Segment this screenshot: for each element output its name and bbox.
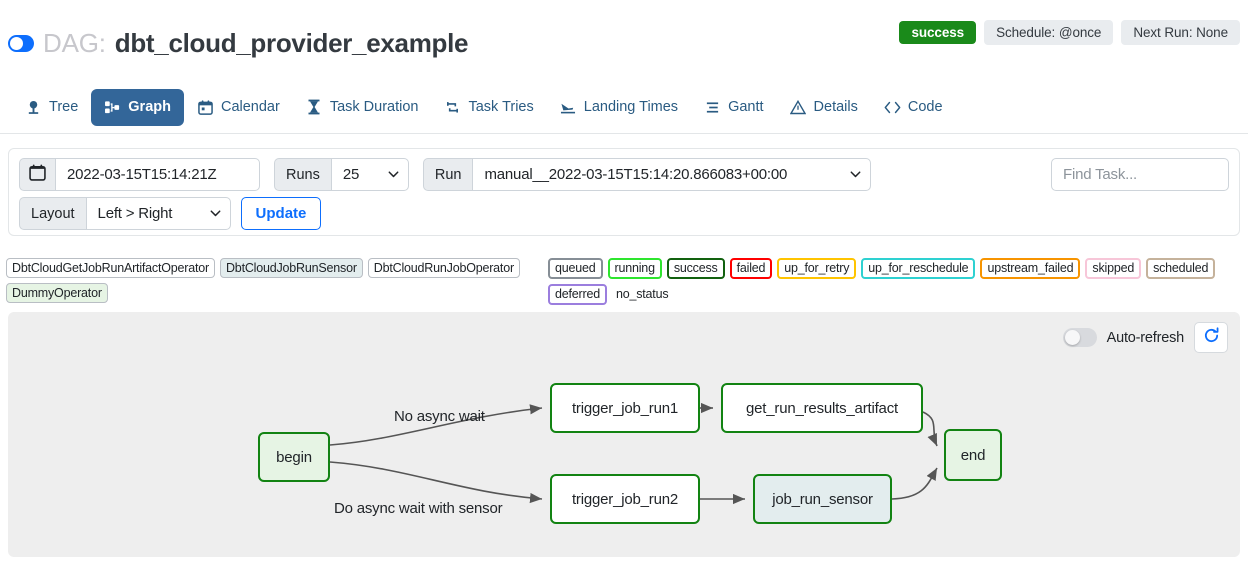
chevron-down-icon [851, 171, 861, 178]
runs-group: Runs 25 [274, 158, 409, 191]
layout-select[interactable]: Left > Right [85, 197, 231, 230]
runs-select-value: 25 [342, 166, 360, 183]
refresh-button[interactable] [1194, 322, 1228, 353]
auto-refresh-label: Auto-refresh [1106, 329, 1185, 346]
status-legend-badge[interactable]: success [666, 258, 725, 279]
tab-graph[interactable]: Graph [91, 88, 184, 126]
schedule-badge[interactable]: Schedule: @once [984, 20, 1114, 45]
page-header: DAG: dbt_cloud_provider_example success … [0, 0, 1248, 76]
base-date-input[interactable]: 2022-03-15T15:14:21Z [55, 158, 260, 191]
operator-legend-badge[interactable]: DummyOperator [6, 283, 108, 303]
retry-icon [444, 99, 461, 116]
warning-triangle-icon [790, 99, 807, 116]
tab-task-tries[interactable]: Task Tries [431, 89, 546, 126]
tab-details[interactable]: Details [777, 89, 871, 126]
next-run-badge: Next Run: None [1121, 20, 1240, 45]
runs-label: Runs [274, 158, 331, 191]
update-button[interactable]: Update [240, 197, 322, 230]
tab-graph-label: Graph [128, 99, 171, 115]
tab-task-tries-label: Task Tries [468, 99, 534, 115]
dag-paused-toggle[interactable] [8, 35, 34, 52]
graph-node-trigger_job_run2[interactable]: trigger_job_run2 [550, 474, 700, 524]
graph-icon [104, 99, 121, 116]
run-select-value: manual__2022-03-15T15:14:20.866083+00:00 [484, 166, 788, 183]
dag-title: DAG: dbt_cloud_provider_example [8, 28, 468, 59]
dag-status-badge: success [899, 21, 977, 44]
landing-icon [560, 99, 577, 116]
tab-task-duration-label: Task Duration [329, 99, 419, 115]
tab-tree-label: Tree [49, 99, 79, 115]
layout-group: Layout Left > Right [19, 197, 231, 230]
code-brackets-icon [884, 99, 901, 116]
tab-calendar-label: Calendar [220, 99, 280, 115]
status-legend-badge[interactable]: deferred [548, 284, 607, 305]
status-legend-no-status[interactable]: no_status [615, 287, 669, 301]
dag-name-label: dbt_cloud_provider_example [114, 28, 469, 58]
status-legend-badge[interactable]: skipped [1085, 258, 1142, 279]
tab-code[interactable]: Code [871, 89, 956, 126]
find-task-input[interactable]: Find Task... [1051, 158, 1229, 191]
dag-prefix-label: DAG: [43, 28, 106, 58]
status-legend-badge[interactable]: scheduled [1146, 258, 1216, 279]
dag-controls-bar: 2022-03-15T15:14:21Z Runs 25 Run manual_… [8, 148, 1240, 236]
graph-edge-label: No async wait [394, 408, 485, 425]
graph-edge-label: Do async wait with sensor [334, 500, 503, 517]
view-tabs: Tree Graph Calendar Task Duration [12, 80, 956, 134]
layout-select-value: Left > Right [97, 205, 173, 222]
tab-calendar[interactable]: Calendar [184, 89, 293, 126]
graph-panel: Auto-refresh [8, 312, 1240, 557]
graph-edges [329, 402, 938, 505]
status-legend-badge[interactable]: up_for_reschedule [861, 258, 976, 279]
tree-icon [25, 99, 42, 116]
layout-label: Layout [19, 197, 86, 230]
gantt-icon [704, 99, 721, 116]
tab-gantt[interactable]: Gantt [691, 89, 776, 126]
auto-refresh-toggle[interactable] [1062, 328, 1097, 347]
tab-tree[interactable]: Tree [12, 89, 91, 126]
graph-node-get_run_results_artifact[interactable]: get_run_results_artifact [721, 383, 923, 433]
graph-node-trigger_job_run1[interactable]: trigger_job_run1 [550, 383, 700, 433]
refresh-icon [1203, 326, 1220, 349]
chevron-down-icon [210, 210, 220, 217]
runs-select[interactable]: 25 [330, 158, 409, 191]
controls-row-2: Layout Left > Right Update [19, 197, 1229, 230]
graph-toolbar: Auto-refresh [1062, 322, 1228, 353]
run-select[interactable]: manual__2022-03-15T15:14:20.866083+00:00 [472, 158, 872, 191]
calendar-icon [197, 99, 214, 116]
chevron-down-icon [388, 171, 399, 178]
tab-details-label: Details [813, 99, 858, 115]
controls-row-1: 2022-03-15T15:14:21Z Runs 25 Run manual_… [19, 158, 1229, 191]
calendar-icon [29, 164, 46, 185]
base-date-group: 2022-03-15T15:14:21Z [19, 158, 260, 191]
graph-node-end[interactable]: end [944, 429, 1002, 481]
tab-landing-times-label: Landing Times [583, 99, 679, 115]
base-date-calendar-button[interactable] [19, 158, 55, 191]
tab-task-duration[interactable]: Task Duration [293, 89, 432, 126]
tab-code-label: Code [907, 99, 943, 115]
operator-legend-badge[interactable]: DbtCloudGetJobRunArtifactOperator [6, 258, 215, 278]
operator-legend-badge[interactable]: DbtCloudJobRunSensor [219, 258, 363, 278]
graph-node-job_run_sensor[interactable]: job_run_sensor [753, 474, 892, 524]
header-badges: success Schedule: @once Next Run: None [899, 20, 1240, 45]
tab-landing-times[interactable]: Landing Times [547, 89, 691, 126]
status-legend-badge[interactable]: upstream_failed [980, 258, 1081, 279]
run-label: Run [422, 158, 473, 191]
status-legend-badge[interactable]: running [607, 258, 662, 279]
operator-legend-badge[interactable]: DbtCloudRunJobOperator [367, 258, 520, 278]
run-group: Run manual__2022-03-15T15:14:20.866083+0… [422, 158, 872, 191]
status-legend-badge[interactable]: queued [548, 258, 603, 279]
tab-gantt-label: Gantt [728, 99, 764, 115]
graph-node-begin[interactable]: begin [258, 432, 330, 482]
status-legend-badge[interactable]: up_for_retry [777, 258, 857, 279]
hourglass-icon [306, 99, 323, 116]
status-legend-badge[interactable]: failed [729, 258, 773, 279]
view-tabs-bar: Tree Graph Calendar Task Duration [0, 80, 1248, 203]
